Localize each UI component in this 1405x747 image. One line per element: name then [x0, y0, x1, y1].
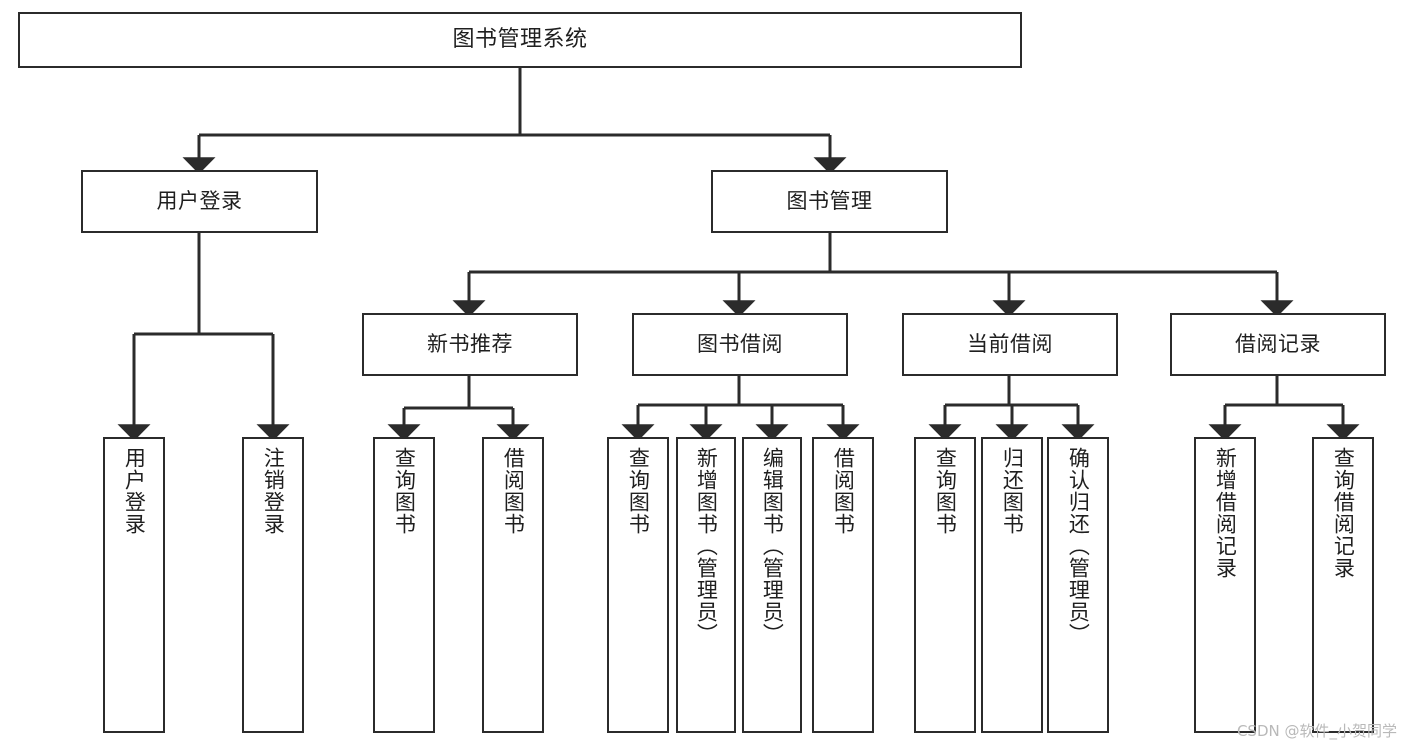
node-book-borrow[interactable]: 图书借阅	[632, 313, 848, 376]
node-leaf-edit-book[interactable]: 编辑图书（管理员）	[742, 437, 802, 733]
node-leaf-return-book[interactable]: 归还图书	[981, 437, 1043, 733]
node-label: 查询图书	[392, 447, 417, 535]
node-leaf-borrow-book[interactable]: 借阅图书	[812, 437, 874, 733]
node-label: 用户登录	[156, 188, 243, 213]
node-leaf-user-login[interactable]: 用户登录	[103, 437, 165, 733]
node-leaf-add-book[interactable]: 新增图书（管理员）	[676, 437, 736, 733]
node-label: 图书管理系统	[452, 26, 588, 52]
node-label: 借阅记录	[1235, 331, 1321, 356]
node-leaf-add-borrow-record[interactable]: 新增借阅记录	[1194, 437, 1256, 733]
node-label: 借阅图书	[501, 447, 526, 535]
node-book-manage[interactable]: 图书管理	[711, 170, 948, 233]
node-root-book-management-system[interactable]: 图书管理系统	[18, 12, 1022, 68]
node-leaf-borrow-book-recommend[interactable]: 借阅图书	[482, 437, 544, 733]
node-label: 新增图书（管理员）	[694, 447, 719, 645]
node-label: 当前借阅	[967, 331, 1053, 356]
node-label: 借阅图书	[831, 447, 856, 535]
node-label: 新书推荐	[427, 331, 513, 356]
node-current-borrow[interactable]: 当前借阅	[902, 313, 1118, 376]
node-label: 图书借阅	[697, 331, 783, 356]
node-label: 新增借阅记录	[1213, 447, 1238, 579]
node-label: 查询图书	[933, 447, 958, 535]
node-label: 归还图书	[1000, 447, 1025, 535]
node-leaf-query-book-borrow[interactable]: 查询图书	[607, 437, 669, 733]
node-user-login[interactable]: 用户登录	[81, 170, 318, 233]
node-label: 用户登录	[122, 447, 147, 535]
node-leaf-query-borrow-record[interactable]: 查询借阅记录	[1312, 437, 1374, 733]
node-leaf-query-book-recommend[interactable]: 查询图书	[373, 437, 435, 733]
node-new-book-recommend[interactable]: 新书推荐	[362, 313, 578, 376]
node-label: 查询借阅记录	[1331, 447, 1356, 579]
node-label: 注销登录	[261, 447, 286, 535]
watermark-text: CSDN @软件_小贺同学	[1236, 722, 1397, 740]
node-leaf-confirm-return[interactable]: 确认归还（管理员）	[1047, 437, 1109, 733]
node-leaf-logout-login[interactable]: 注销登录	[242, 437, 304, 733]
node-label: 编辑图书（管理员）	[760, 447, 785, 645]
node-label: 图书管理	[786, 188, 873, 213]
node-label: 查询图书	[626, 447, 651, 535]
node-borrow-record[interactable]: 借阅记录	[1170, 313, 1386, 376]
node-label: 确认归还（管理员）	[1066, 447, 1091, 645]
node-leaf-query-book-current[interactable]: 查询图书	[914, 437, 976, 733]
